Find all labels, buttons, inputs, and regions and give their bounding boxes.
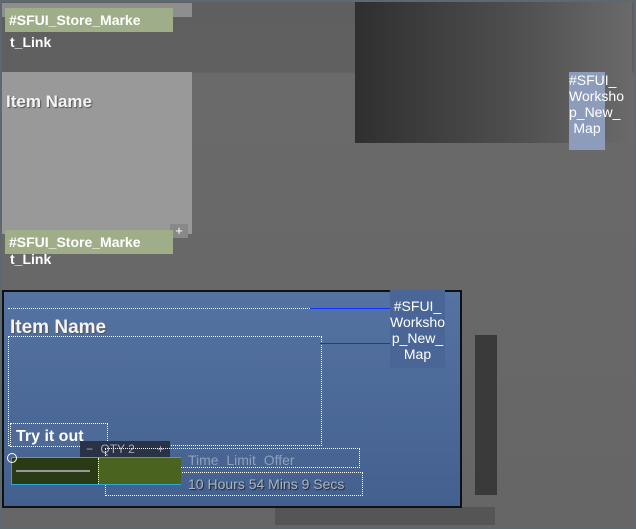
store-link-text: #SFUI_Store_Marke — [9, 234, 141, 250]
store-link-text: #SFUI_Store_Marke — [9, 12, 141, 28]
ws-line: Map — [573, 120, 601, 136]
item-name-gray: Item Name — [6, 92, 92, 111]
item-name-blue: Item Name — [10, 317, 107, 338]
guide-line — [8, 308, 388, 309]
store-link-top[interactable]: #SFUI_Store_Marke — [5, 8, 173, 32]
ws-line: Worksho — [390, 314, 445, 330]
ws-line: p_New_ — [569, 104, 621, 120]
qty-plus[interactable]: + — [156, 442, 164, 456]
buy-button[interactable] — [11, 457, 181, 485]
ws-line: Map — [403, 346, 432, 362]
item-card-gray[interactable] — [2, 72, 192, 234]
anchor-handle-icon[interactable] — [7, 453, 17, 463]
qty-label: QTY 2 — [100, 442, 135, 456]
button-progress-line — [16, 470, 90, 472]
quantity-stepper[interactable]: − QTY 2 + — [80, 441, 170, 458]
qty-minus[interactable]: − — [86, 442, 94, 456]
ws-line: Worksho — [569, 88, 624, 104]
store-link-bottom-cont: t_Link — [10, 251, 52, 267]
ws-line: #SFUI_ — [569, 72, 617, 88]
ws-line: p_New_ — [391, 330, 444, 346]
plus-button[interactable]: + — [170, 224, 188, 238]
panel-shadow — [475, 335, 497, 495]
guide-line-blue — [320, 343, 390, 344]
store-link-bottom[interactable]: #SFUI_Store_Marke — [5, 230, 173, 254]
buy-button-highlight — [98, 458, 181, 484]
ws-line: #SFUI_ — [393, 298, 442, 314]
workshop-new-map-top[interactable]: #SFUI_ Worksho p_New_ Map — [569, 72, 624, 150]
workshop-new-map[interactable]: #SFUI_ Worksho p_New_ Map — [390, 290, 445, 368]
panel-shadow-bottom — [275, 507, 495, 525]
try-it-out-button[interactable]: Try it out — [10, 423, 108, 447]
store-link-top-cont: t_Link — [10, 34, 52, 50]
guide-line-blue — [310, 308, 390, 309]
